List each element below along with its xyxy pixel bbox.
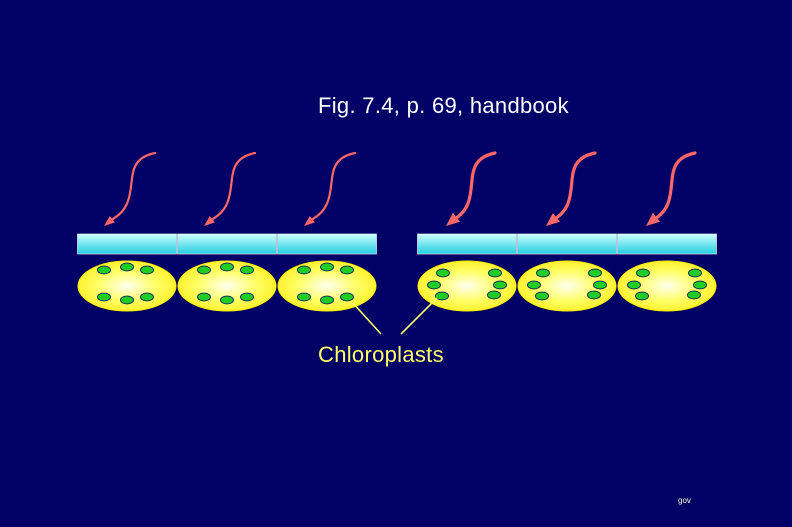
- chloroplasts-label: Chloroplasts: [318, 342, 444, 367]
- chloroplast: [427, 280, 441, 290]
- pointer-line: [400, 297, 438, 335]
- cell-wall: [517, 233, 617, 255]
- figure-title: Fig. 7.4, p. 69, handbook: [318, 93, 569, 118]
- chloroplast: [297, 265, 311, 275]
- chloroplast: [487, 290, 501, 300]
- chloroplast: [693, 280, 707, 290]
- chloroplast: [340, 292, 354, 302]
- chloroplast: [536, 268, 550, 278]
- chloroplast: [320, 295, 334, 305]
- chloroplast: [140, 265, 154, 275]
- cell-wall: [77, 233, 177, 255]
- chloroplast: [320, 262, 334, 272]
- chloroplast: [627, 280, 641, 290]
- chloroplast: [220, 262, 234, 272]
- chloroplast: [527, 280, 541, 290]
- chloroplast: [220, 295, 234, 305]
- cell-wall: [417, 233, 517, 255]
- light-arrow-icon: [451, 151, 497, 222]
- cells: [77, 260, 717, 312]
- arrowhead-icon: [204, 216, 215, 226]
- light-arrow-icon: [209, 151, 257, 222]
- cell-wall: [177, 233, 277, 255]
- pointer-line: [351, 301, 382, 335]
- chloroplast: [687, 290, 701, 300]
- arrowhead-icon: [304, 216, 315, 226]
- chloroplast: [535, 291, 549, 301]
- chloroplast: [493, 280, 507, 290]
- chloroplast: [240, 292, 254, 302]
- chloroplast: [297, 292, 311, 302]
- chloroplast: [593, 280, 607, 290]
- arrowhead-icon: [546, 213, 560, 226]
- cell-walls: [77, 233, 717, 255]
- light-arrow-icon: [309, 151, 357, 222]
- light-arrow-icon: [651, 151, 697, 222]
- footer-tag: gov: [678, 496, 691, 505]
- chloroplast: [197, 292, 211, 302]
- chloroplast: [120, 295, 134, 305]
- light-arrow-icon: [109, 151, 157, 222]
- chloroplast: [635, 291, 649, 301]
- chloroplast: [97, 292, 111, 302]
- chloroplast: [120, 262, 134, 272]
- chloroplast: [688, 268, 702, 278]
- chloroplast: [435, 291, 449, 301]
- arrowhead-icon: [104, 216, 115, 226]
- chloroplast: [240, 265, 254, 275]
- light-arrow-icon: [551, 151, 597, 222]
- chloroplast: [588, 268, 602, 278]
- arrowhead-icon: [646, 213, 660, 226]
- chloroplast: [197, 265, 211, 275]
- chloroplast: [97, 265, 111, 275]
- cell-wall: [277, 233, 377, 255]
- chloroplast: [587, 290, 601, 300]
- cell-wall: [617, 233, 717, 255]
- chloroplast: [140, 292, 154, 302]
- label-pointers: [351, 297, 438, 335]
- chloroplast: [340, 265, 354, 275]
- light-arrows: [104, 151, 697, 226]
- arrowhead-icon: [446, 213, 460, 226]
- chloroplast: [488, 268, 502, 278]
- chloroplast: [436, 268, 450, 278]
- chloroplast: [636, 268, 650, 278]
